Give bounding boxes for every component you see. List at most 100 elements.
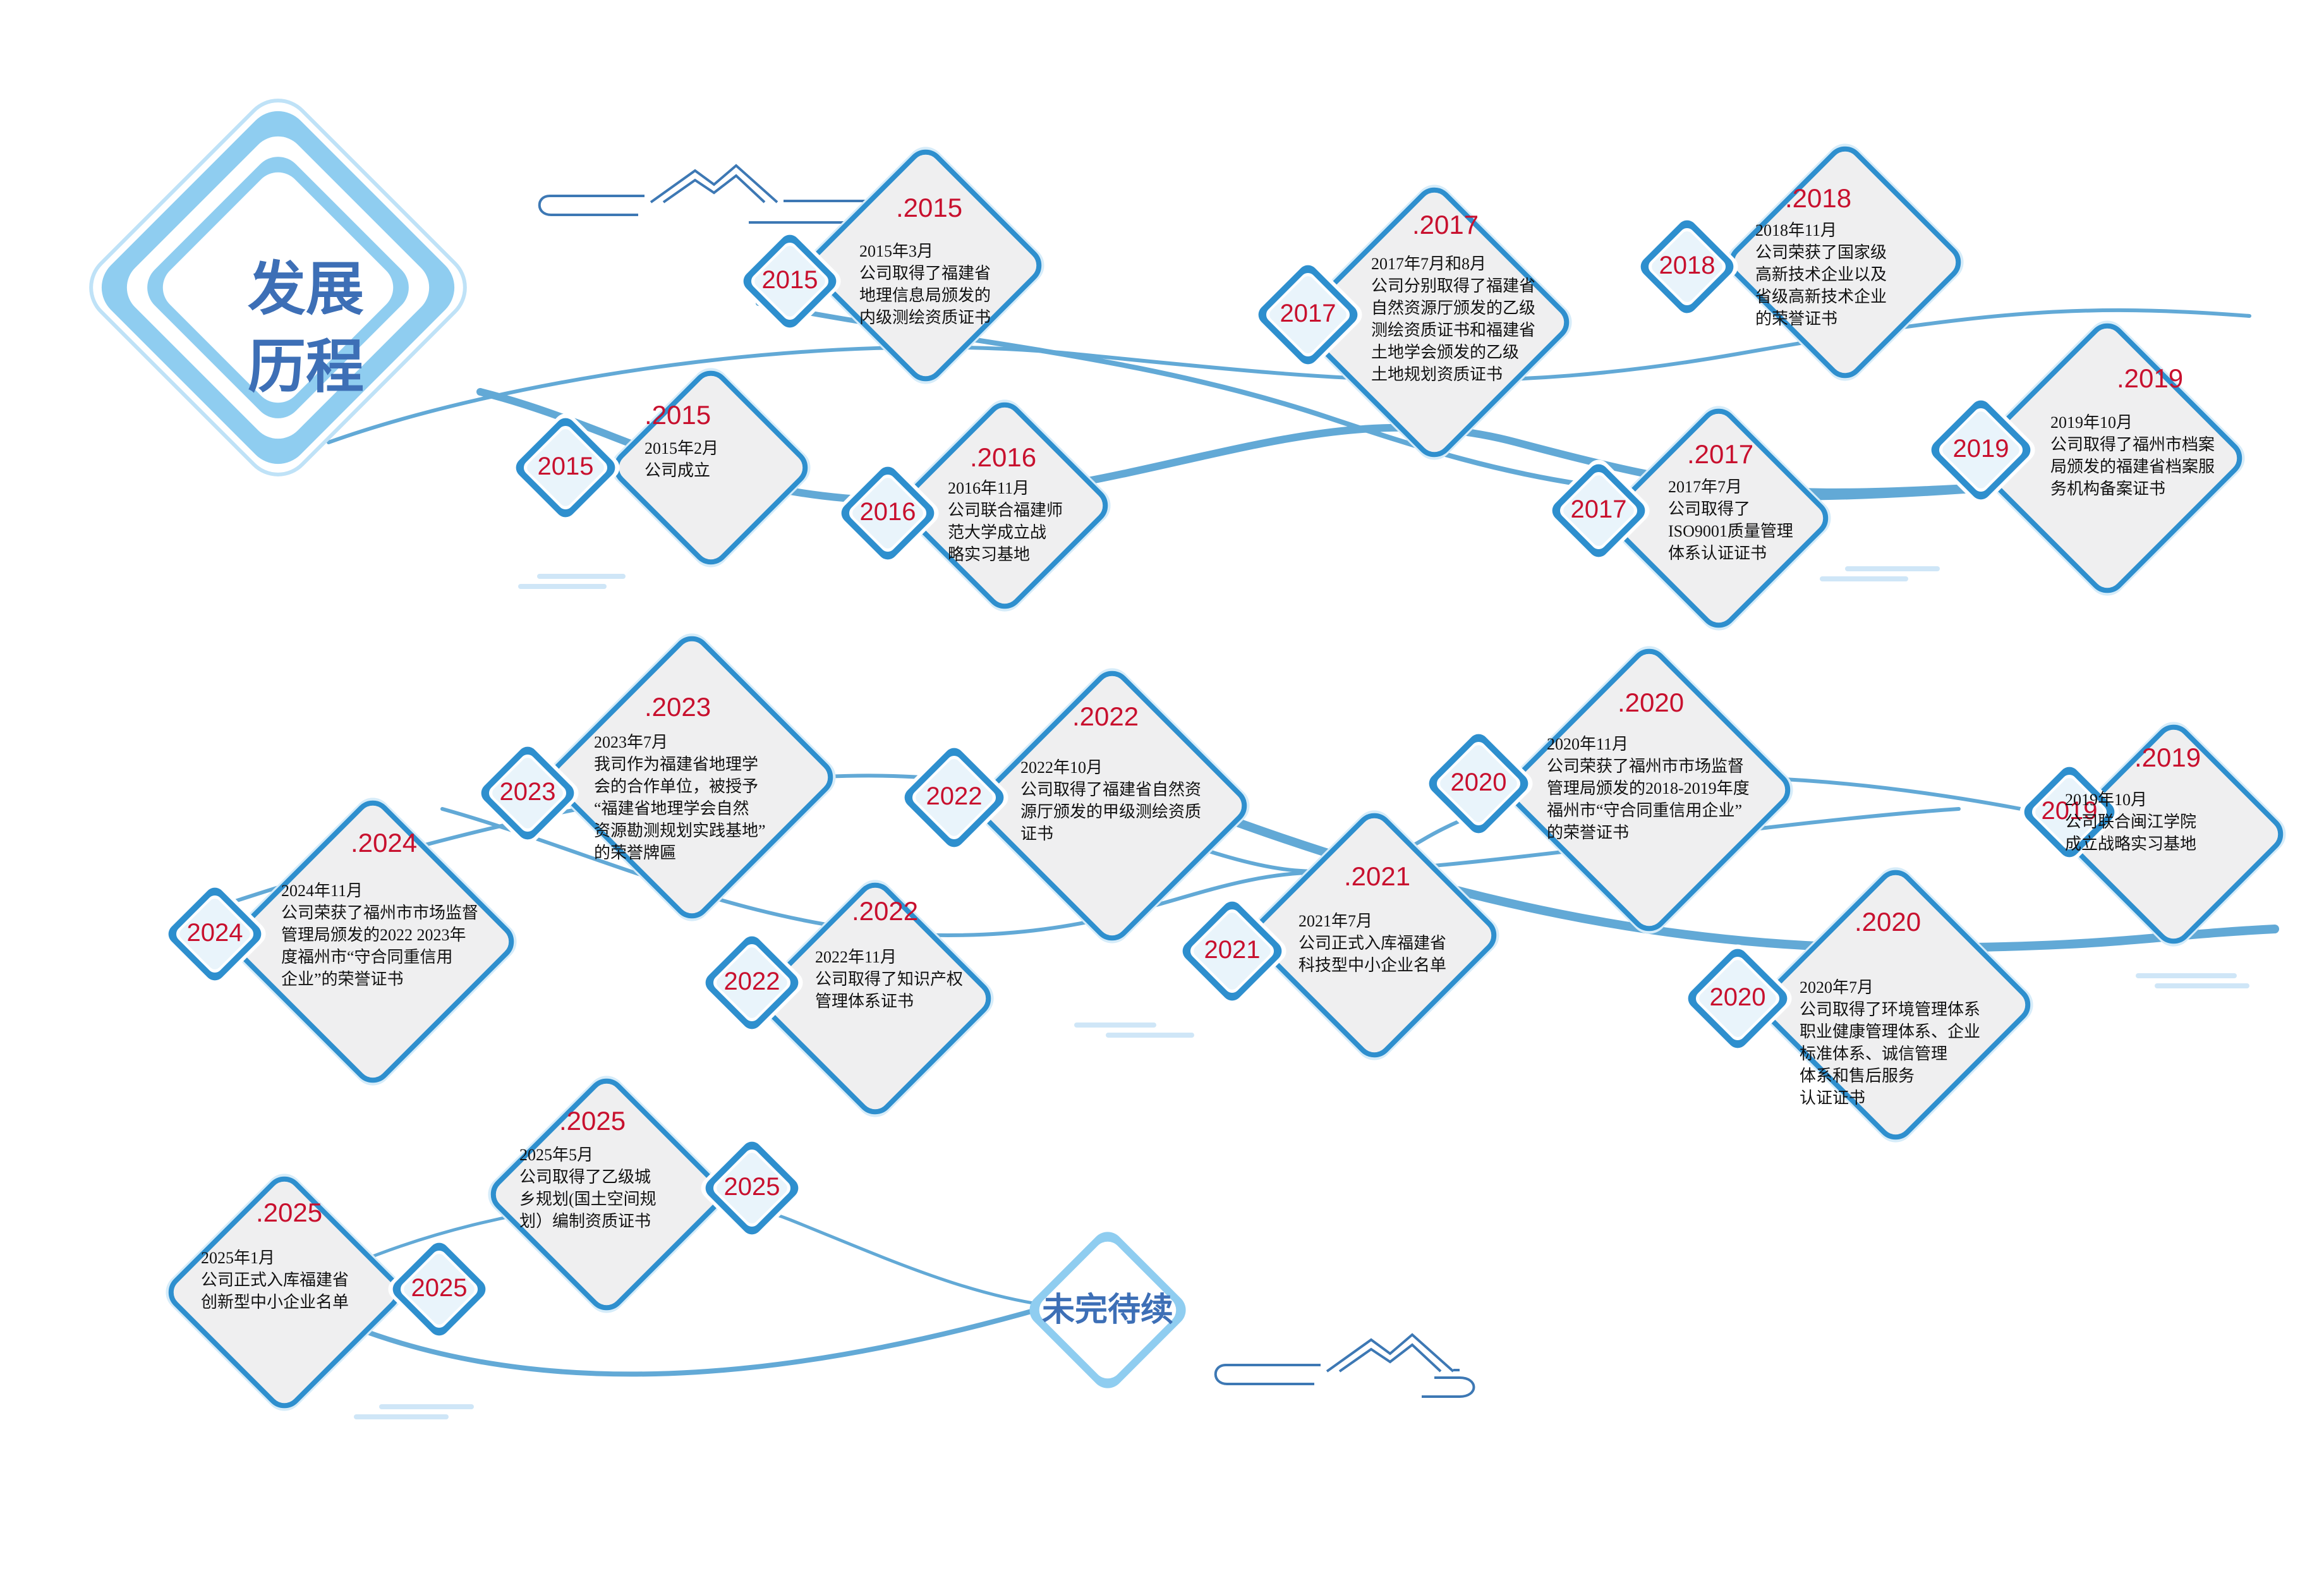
card-diamond xyxy=(901,402,1108,609)
milestone-description-line: 公司联合福建师 xyxy=(948,501,1063,519)
milestone-card xyxy=(476,633,836,921)
badge-fill xyxy=(1440,745,1517,822)
badge-fill xyxy=(1194,913,1271,990)
card-diamond xyxy=(168,1176,401,1409)
milestone-year-label: .2023 xyxy=(645,692,711,722)
milestone-year-label: .2020 xyxy=(1618,688,1685,717)
milestone-date: 2020年11月 xyxy=(1547,735,1629,753)
milestone-year-badge: 2020 xyxy=(1450,768,1507,796)
milestone-date: 2019年10月 xyxy=(2050,413,2133,432)
milestone-description-line: 科技型中小企业名单 xyxy=(1298,956,1447,974)
milestone-card xyxy=(1178,810,1499,1060)
milestone-date: 2025年5月 xyxy=(519,1146,594,1164)
milestone-description-line: 成立战略实习基地 xyxy=(2065,835,2197,853)
milestone-date: 2023年7月 xyxy=(594,733,669,751)
badge-fill xyxy=(1563,475,1634,546)
milestone-year-badge: 2024 xyxy=(186,919,243,947)
badge-fill xyxy=(527,429,604,506)
milestone-year-badge: 2019 xyxy=(2041,797,2098,825)
milestone-description-line: 认证证书 xyxy=(1800,1089,1866,1107)
card-diamond xyxy=(2064,724,2284,944)
milestone-year-badge: 2025 xyxy=(411,1274,468,1302)
badge-fill xyxy=(404,1254,475,1325)
page-title-line2: 历程 xyxy=(248,332,365,401)
milestone-date: 2017年7月 xyxy=(1668,478,1743,496)
milestone-description-line: 管理局颁发的2022 2023年 xyxy=(281,926,466,944)
milestone-year-badge: 2016 xyxy=(859,498,916,526)
milestone-year-badge: 2020 xyxy=(1709,983,1766,1011)
milestone-year-badge: 2021 xyxy=(1204,936,1261,964)
milestone-cards xyxy=(164,143,2286,1411)
milestone-card xyxy=(511,368,811,567)
milestone-description-line: 内级测绘资质证书 xyxy=(859,308,991,327)
milestone-card xyxy=(488,1076,803,1313)
card-diamond xyxy=(490,1078,723,1311)
milestone-description-line: 公司取得了知识产权 xyxy=(815,970,964,988)
milestone-description-line: 公司取得了福建省自然资 xyxy=(1020,780,1202,799)
card-diamond xyxy=(809,149,1042,382)
milestone-card xyxy=(900,668,1250,944)
milestone-year-badge: 2015 xyxy=(537,452,594,480)
milestone-year-label: .2020 xyxy=(1855,907,1922,937)
milestone-date: 2020年7月 xyxy=(1800,978,1874,997)
badge-fill xyxy=(492,758,563,828)
milestone-description-line: 的荣誉证书 xyxy=(1755,310,1838,328)
milestone-year-label: .2015 xyxy=(896,193,963,222)
milestone-description-line: 的荣誉牌匾 xyxy=(594,844,677,862)
card-diamond xyxy=(1252,813,1497,1058)
milestone-description-line: 局颁发的福建省档案服 xyxy=(2050,458,2215,476)
milestone-description-line: 创新型中小企业名单 xyxy=(201,1293,349,1311)
milestone-year-badge: 2022 xyxy=(926,782,983,810)
milestone-year-badge: 2023 xyxy=(499,778,556,806)
card-diamond xyxy=(977,671,1247,941)
milestone-card xyxy=(2019,722,2286,947)
mountain-decoration-bottom xyxy=(1214,1333,1475,1398)
badge-fill xyxy=(916,759,993,836)
milestone-date: 2015年3月 xyxy=(859,242,934,260)
milestone-date: 2021年7月 xyxy=(1298,912,1373,930)
milestone-description-line: 省级高新技术企业 xyxy=(1755,288,1887,306)
card-diamond xyxy=(1609,408,1829,628)
badge-fill xyxy=(1652,231,1722,302)
milestone-year-label: .2015 xyxy=(645,400,711,430)
card-diamond xyxy=(550,636,833,919)
milestone-description-line: “福建省地理学会自然 xyxy=(594,799,749,818)
milestone-card xyxy=(701,880,994,1117)
badge-fill xyxy=(717,947,787,1018)
milestone-year-badge: 2019 xyxy=(1952,435,2009,463)
badge-fill xyxy=(179,899,250,969)
milestone-description-line: 公司荣获了福州市市场监督 xyxy=(281,904,479,922)
milestone-card xyxy=(1254,185,1572,460)
milestone-year-label: .2025 xyxy=(559,1106,626,1136)
milestone-year-label: .2019 xyxy=(2134,743,2201,772)
milestone-description-line: 公司取得了福州市档案 xyxy=(2050,435,2215,454)
milestone-card xyxy=(1636,143,1964,381)
milestone-description-line: 公司荣获了福州市市场监督 xyxy=(1547,757,1745,775)
card-diamond xyxy=(1760,870,2031,1140)
milestone-description-line: 范大学成立战 xyxy=(948,523,1047,542)
milestone-year-label: .2024 xyxy=(351,828,418,858)
milestone-description-line: 我司作为福建省地理学 xyxy=(594,755,759,774)
milestone-description-line: 公司取得了乙级城 xyxy=(519,1168,651,1186)
milestone-description-line: 福州市“守合同重信用企业” xyxy=(1547,801,1743,820)
milestone-year-badge: 2017 xyxy=(1280,300,1336,327)
badge-fill xyxy=(754,246,825,317)
milestone-description-line: 的荣誉证书 xyxy=(1547,823,1630,842)
milestone-year-label: .2022 xyxy=(1072,701,1139,731)
decorative-cloud-lines xyxy=(354,566,2249,1419)
card-diamond xyxy=(1729,146,1961,379)
milestone-description-line: 乡规划(国土空间规 xyxy=(519,1190,657,1208)
page-title-line1: 发展 xyxy=(248,255,365,323)
milestone-description-line: 管理局颁发的2018-2019年度 xyxy=(1547,779,1750,798)
milestone-card xyxy=(164,798,517,1086)
milestone-card xyxy=(1927,320,2245,596)
milestone-card xyxy=(166,1174,490,1411)
milestone-card xyxy=(739,147,1044,384)
milestone-year-badge: 2017 xyxy=(1570,495,1627,523)
milestone-description-line: 公司取得了福建省 xyxy=(859,264,991,282)
card-diamond xyxy=(614,370,808,565)
milestone-description-line: 体系认证证书 xyxy=(1668,544,1767,562)
milestone-date: 2015年2月 xyxy=(645,439,719,458)
milestone-year-badge: 2025 xyxy=(723,1173,780,1201)
milestone-description-line: 会的合作单位，被授予 xyxy=(594,777,759,796)
